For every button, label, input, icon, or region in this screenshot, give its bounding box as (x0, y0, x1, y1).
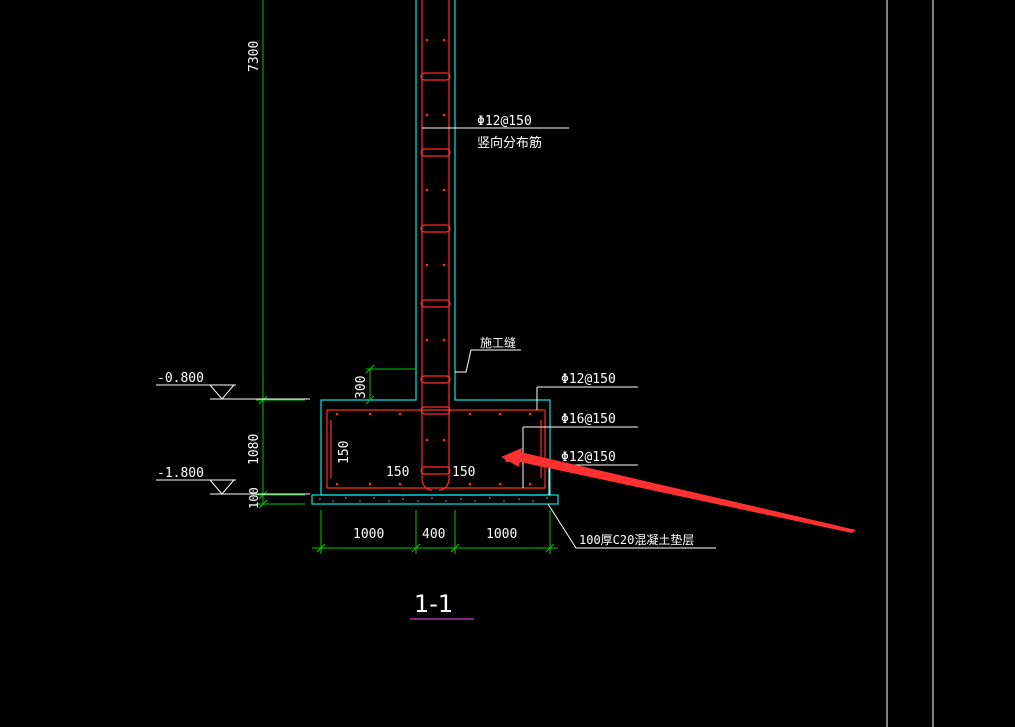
level-triangle-icon (156, 479, 310, 495)
dim-wall-width: 400 (422, 527, 445, 542)
dim-upstand: 300 (354, 376, 369, 399)
dim-left-width: 1000 (353, 527, 384, 542)
dim-wall-height: 7300 (247, 41, 262, 72)
cushion-layer-label: 100厚C20混凝土垫层 (579, 532, 694, 547)
dim-cushion: 100 (247, 487, 261, 509)
cushion-layer (311, 494, 559, 505)
footing-rebar-dots (335, 412, 532, 486)
footing-rebar (326, 409, 546, 489)
wall-rebar-spec: Φ12@150 (477, 114, 532, 129)
construction-joint-leader (455, 349, 521, 373)
dimension-lines (256, 0, 558, 554)
section-title: 1-1 (414, 590, 453, 618)
wall-rebar-desc: 竖向分布筋 (477, 135, 542, 151)
footing-bottom-rebar-spec: Φ12@150 (561, 450, 616, 465)
red-arrow-icon (501, 448, 856, 533)
dim-right-width: 1000 (486, 527, 517, 542)
dim-inner-150-right: 150 (452, 465, 475, 480)
dim-inner-150-left: 150 (386, 465, 409, 480)
footing-mid-rebar-spec: Φ16@150 (561, 412, 616, 427)
wall-rebar (420, 0, 451, 491)
wall-rebar-dots (425, 38, 446, 442)
elevation-upper: -0.800 (157, 371, 204, 386)
construction-joint-label: 施工缝 (480, 335, 516, 350)
dim-footing-height: 1080 (247, 434, 262, 465)
level-triangle-icon (156, 384, 310, 400)
rebar-leaders (422, 127, 716, 549)
dim-inner-150-vertical: 150 (337, 441, 352, 464)
footing-top-rebar-spec: Φ12@150 (561, 372, 616, 387)
drawing-frame (886, 0, 934, 727)
elevation-lower: -1.800 (157, 466, 204, 481)
concrete-outline (320, 0, 551, 496)
